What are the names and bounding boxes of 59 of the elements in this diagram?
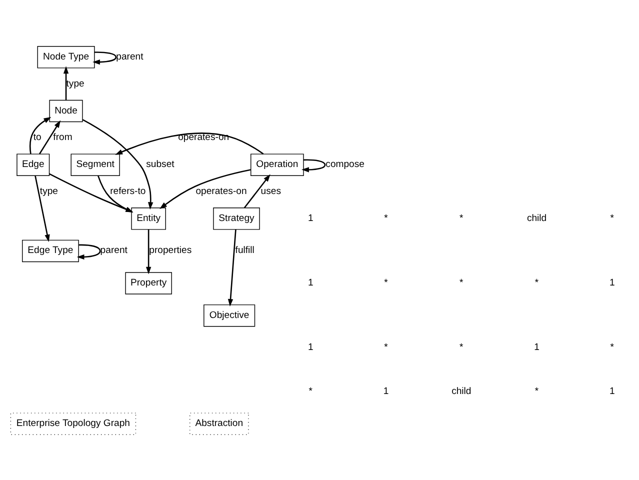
edge-label: compose [326,158,364,170]
edge-label: operates-on [178,132,230,143]
edge-label: fulfill [235,244,254,256]
node-box: Entity [131,207,166,230]
edge-label: to [33,132,42,143]
edge-label: subset [146,158,174,170]
arrow [76,244,101,260]
edge-label: parent [100,244,128,256]
edge-label: type [66,78,84,89]
label: 1 [308,342,314,353]
label: 1 [609,277,615,288]
arrow [82,118,154,210]
label: * [460,277,464,288]
label: 1 [534,342,540,353]
arrow [34,175,50,242]
label: * [308,385,313,396]
node-box: Strategy [213,207,260,230]
arrow [302,158,326,172]
edge-label: refers-to [110,186,146,197]
node-box: Operation [250,153,304,176]
arrow [228,228,236,306]
label: * [610,212,614,224]
label: * [460,212,464,224]
label: 1 [609,385,615,396]
arrow [92,51,117,64]
arrow [115,132,264,154]
node-box: Edge Type [22,239,79,262]
edge-label: parent [116,50,144,62]
arrow [29,116,52,154]
arrow [244,174,270,208]
arrow [63,66,69,100]
node-box: Node [49,99,83,122]
arrow [160,168,251,208]
edge-label: uses [260,186,281,197]
node-box: Edge [16,153,50,176]
node-box: Abstraction [189,412,249,434]
arrow [146,228,152,274]
label: * [534,385,539,396]
edge-label: operates-on [196,186,247,197]
label: * [384,212,388,224]
label: 1 [383,385,389,396]
edge-label: type [40,186,58,197]
label: * [460,342,464,353]
arrow [38,120,61,154]
label: * [534,277,539,288]
edge-label: from [53,132,72,143]
label: 1 [308,212,314,224]
node-box: Property [125,272,172,294]
label: 1 [308,277,314,288]
node-box: Enterprise Topology Graph [10,412,136,434]
label: child [526,212,547,224]
label: * [610,342,614,353]
edge-label: properties [149,244,192,256]
node-box: Segment [70,153,120,176]
label: child [452,385,472,396]
node-box: Node Type [37,46,95,68]
label: * [384,277,388,288]
label: * [384,342,388,353]
node-box: Objective [204,304,256,326]
